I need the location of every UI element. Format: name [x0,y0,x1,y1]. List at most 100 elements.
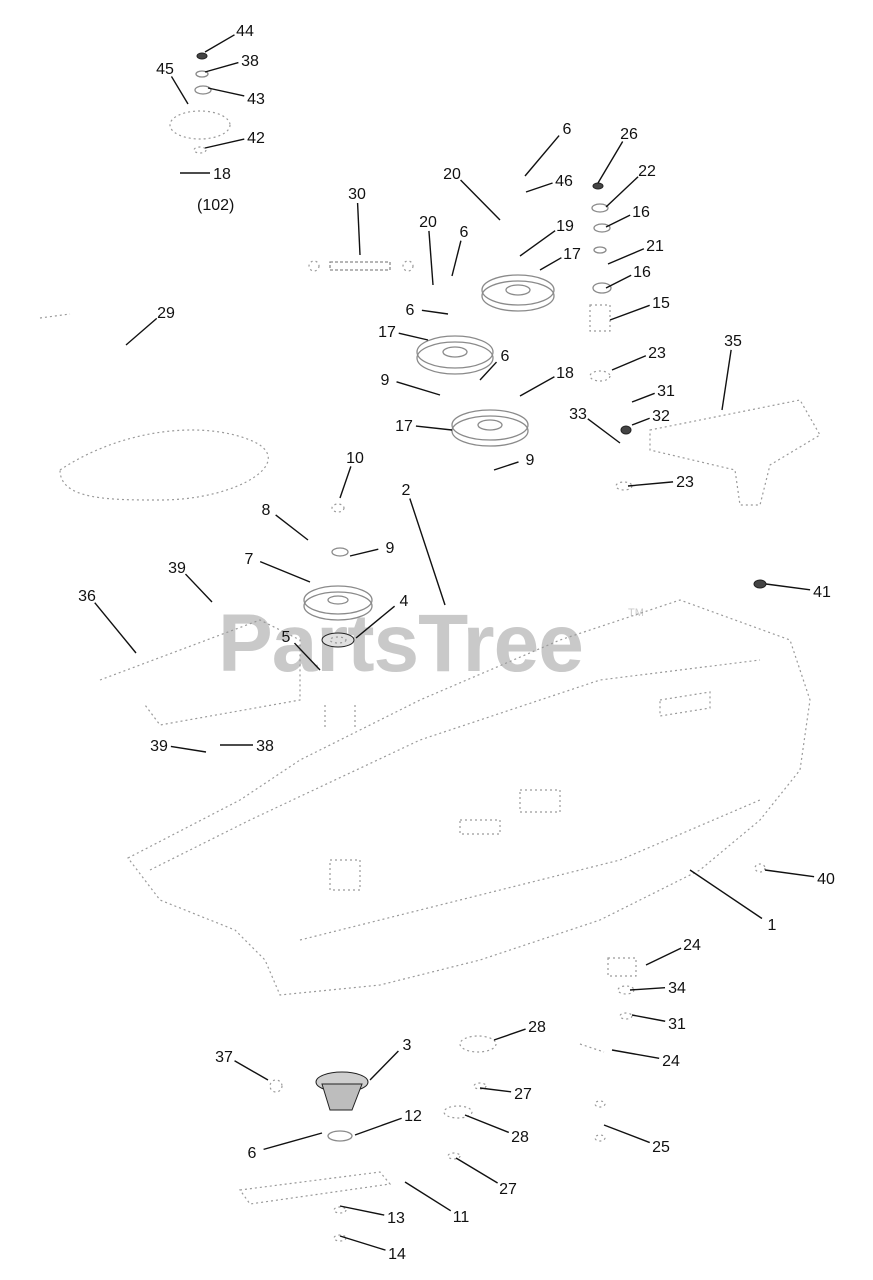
callout-label-12: 12 [404,1108,422,1125]
callout-label-23a: 23 [648,345,666,362]
callout-leader-2 [409,498,446,606]
callout-label-11: 11 [453,1209,470,1226]
callout-label-17a: 17 [563,246,581,263]
callout-label-41: 41 [813,584,831,601]
callout-label-24b: 24 [662,1053,680,1070]
callout-leader-3 [369,1050,399,1081]
callout-label-13: 13 [387,1210,405,1227]
callout-label-44: 44 [236,23,254,40]
callout-label-34: 34 [668,980,686,997]
callout-leader-44 [204,34,235,53]
callout-label-28a: 28 [528,1019,546,1036]
callout-label-20a: 20 [443,166,461,183]
callout-label-26: 26 [620,126,638,143]
callout-label-2: 2 [402,482,411,499]
callout-leader-20b [428,230,434,286]
callout-leader-18b [519,376,555,397]
callout-label-3: 3 [403,1037,412,1054]
callout-label-6d: 6 [501,348,510,365]
callout-leader-9c [349,548,379,557]
callout-leader-16b [605,274,632,289]
callout-leader-9a [396,381,441,396]
center-spindle-assembly [303,503,373,729]
callout-leader-39a [184,573,213,603]
callout-leader-16a [605,214,631,228]
callout-leader-24b [611,1049,660,1060]
callout-label-20b: 20 [419,214,437,231]
callout-leader-46 [525,182,553,193]
callout-label-35: 35 [724,333,742,350]
callout-label-27a: 27 [514,1086,532,1103]
callout-label-4: 4 [400,593,409,610]
callout-leader-5 [293,642,321,671]
callout-label-6a: 6 [563,121,572,138]
callout-leader-31b [631,1014,666,1022]
callout-label-23b: 23 [676,474,694,491]
callout-leader-9b [493,461,519,471]
callout-leader-19 [519,230,556,257]
callout-leader-45 [170,76,189,105]
callout-label-27b: 27 [499,1181,517,1198]
callout-leader-31a [631,392,655,403]
callout-leader-1 [689,869,763,920]
pulley-upper-right [481,274,555,312]
callout-leader-12 [354,1117,402,1136]
callout-label-1: 1 [768,917,777,934]
watermark-text: PartsTree [218,598,583,689]
callout-label-38a: 38 [241,53,259,70]
idler-bracket [308,260,414,272]
callout-leader-27a [479,1087,512,1093]
callout-leader-43 [207,87,245,97]
callout-leader-17b [398,332,429,341]
callout-leader-39b [170,745,207,753]
callout-leader-14 [339,1235,386,1251]
callout-label-43: 43 [247,91,265,108]
callout-label-6e: 6 [248,1145,257,1162]
note-label: (102) [197,197,234,214]
callout-label-5: 5 [282,629,291,646]
callout-leader-24a [645,947,682,966]
callout-label-31b: 31 [668,1016,686,1033]
callout-leader-28a [493,1028,526,1041]
callout-label-6b: 6 [460,224,469,241]
callout-leader-11 [404,1181,452,1212]
callout-leader-23a [611,355,647,371]
callout-label-21: 21 [646,238,664,255]
callout-leader-22 [605,176,639,208]
callout-leader-37 [234,1060,269,1081]
callout-leader-23b [627,481,674,487]
callout-label-9c: 9 [386,540,395,557]
callout-leader-34 [629,986,666,991]
callout-label-40: 40 [817,871,835,888]
callout-leader-41 [765,583,811,591]
callout-leader-21 [607,248,645,265]
callout-label-15: 15 [652,295,670,312]
drive-belt [39,313,269,501]
callout-label-33: 33 [569,406,587,423]
callout-leader-7 [259,561,311,583]
callout-leader-32 [631,417,650,426]
callout-label-19: 19 [556,218,574,235]
callout-label-39a: 39 [168,560,186,577]
shield-rod [99,619,301,726]
callout-label-24a: 24 [683,937,701,954]
callout-leader-15 [609,304,650,321]
callout-label-22: 22 [638,163,656,180]
callout-label-16b: 16 [633,264,651,281]
callout-leader-8 [275,514,309,541]
callout-label-36: 36 [78,588,96,605]
callout-leader-6d [479,361,498,381]
callout-label-18b: 18 [556,365,574,382]
callout-leader-26 [597,141,624,184]
callout-leader-25 [603,1124,650,1144]
callout-leader-17c [415,425,453,431]
callout-leader-6a [524,135,560,177]
callout-leader-40 [764,869,815,878]
belt-guard-plate [649,399,821,506]
callout-label-6c: 6 [406,302,415,319]
callout-leader-35 [721,349,732,411]
washer-stack-right [589,182,633,491]
